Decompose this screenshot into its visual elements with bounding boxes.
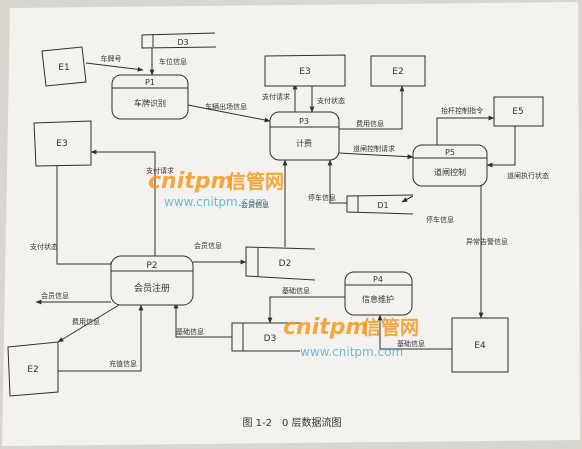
flow-lift-cmd-label: 抬杆控制指令: [441, 106, 483, 115]
flow-pay-status-left: [56, 166, 117, 267]
store-d3-bottom: [231, 322, 300, 352]
process-p4-id: P4: [373, 275, 383, 284]
process-p2: [110, 255, 194, 306]
flow-gate-ctrl-request-label: 道闸控制请求: [353, 144, 395, 153]
flow-recharge-info: [58, 304, 144, 372]
flow-base-info-e4: [377, 314, 452, 350]
flow-pay-request-left: [90, 149, 156, 256]
entity-e5-label: E5: [512, 107, 523, 117]
flow-pay-status-left-label: 支付状态: [30, 242, 58, 251]
entity-e3-top: [264, 54, 346, 87]
svg-text:信管网: 信管网: [227, 170, 284, 193]
entity-e2-top: [370, 55, 426, 87]
flow-plate-no-label: 车牌号: [101, 54, 122, 63]
entity-e3-left: [33, 120, 92, 167]
entity-e5: [493, 96, 544, 127]
entity-e3-left-label: E3: [56, 139, 67, 149]
flow-parking-info2-label: 停车信息: [426, 215, 454, 224]
entity-e4: [451, 317, 509, 373]
flow-base-info-p4-label: 基础信息: [282, 286, 310, 295]
process-p3: [269, 111, 340, 161]
flow-alarm-info-label: 异常告警信息: [466, 237, 508, 246]
svg-text:信管网: 信管网: [362, 316, 419, 339]
flow-base-info-e4-label: 基础信息: [397, 339, 425, 348]
flow-plate-no: [85, 62, 144, 72]
store-d3-top-label: D3: [177, 38, 188, 47]
process-p2-id: P2: [146, 261, 157, 271]
process-p5: [412, 144, 488, 187]
flow-fee-info: [339, 85, 405, 130]
process-p3-name: 计费: [296, 138, 312, 148]
flow-base-info-d3: [173, 302, 232, 338]
store-d1-label: D1: [377, 201, 388, 210]
svg-text:www.cnitpm.com: www.cnitpm.com: [300, 345, 403, 359]
flow-member-info-e2-label: 会员信息: [41, 291, 69, 300]
entity-e3-top-label: E3: [299, 67, 310, 77]
flow-parking-info: [401, 195, 414, 203]
entity-e1-top-label: E1: [58, 63, 69, 73]
flow-parking-info-label: 停车信息: [308, 193, 336, 202]
flow-gate-exec-status: [486, 126, 516, 168]
flow-fee-info-e2-label: 费用信息: [72, 317, 100, 326]
flow-pay-request-label: 支付请求: [262, 92, 290, 101]
flow-gate-ctrl-request: [338, 152, 414, 160]
entity-e4-label: E4: [474, 341, 486, 351]
store-d3-top: [141, 32, 217, 49]
svg-text:cnitpm: cnitpm: [283, 315, 368, 340]
flow-lift-cmd: [436, 115, 495, 145]
watermark-top: cnitpm 信管网 www.cnitpm.com: [148, 169, 284, 209]
watermark-bottom: cnitpm 信管网 www.cnitpm.com: [283, 315, 419, 359]
flow-member-info-p3-label: 会员信息: [241, 200, 269, 209]
entity-e2-top-label: E2: [392, 67, 403, 77]
flow-spot-info-label: 车位信息: [159, 57, 187, 66]
flow-member-info-d2-label: 会员信息: [194, 241, 222, 250]
flow-gate-exec-status-label: 道闸执行状态: [507, 171, 549, 180]
store-d2-label: D2: [279, 259, 292, 269]
process-p2-name: 会员注册: [134, 282, 170, 294]
entity-e1-top: [41, 46, 87, 87]
flow-pay-status-top-label: 支付状态: [317, 96, 345, 105]
flow-entry-exit-info: [187, 104, 271, 123]
process-p3-id: P3: [299, 117, 309, 126]
entity-e2-bottom-label: E2: [27, 365, 38, 375]
store-d3-bottom-label: D3: [264, 334, 277, 344]
flow-fee-info-e2: [57, 304, 120, 343]
flow-parking-info2: [327, 159, 347, 204]
process-p4: [344, 271, 413, 316]
store-d2: [245, 246, 316, 281]
svg-text:www.cnitpm.com: www.cnitpm.com: [164, 195, 267, 209]
flow-entry-exit-info-label: 车辆出场信息: [205, 102, 247, 111]
flow-recharge-info-label: 充值信息: [109, 359, 137, 368]
figure-caption: 图 1-2 0 层数据流图: [242, 416, 341, 429]
svg-text:cnitpm: cnitpm: [148, 169, 233, 194]
flow-pay-request-left-label: 支付请求: [146, 166, 174, 175]
store-d1: [346, 194, 414, 215]
process-p4-name: 信息维护: [362, 294, 394, 304]
process-p5-id: P5: [445, 148, 455, 157]
entity-e2-bottom: [7, 341, 59, 397]
process-p1-id: P1: [145, 78, 155, 87]
flow-fee-info-label: 费用信息: [356, 119, 384, 128]
flow-base-info-p4: [267, 296, 345, 324]
process-p1: [111, 74, 189, 120]
process-p5-name: 道闸控制: [434, 167, 466, 177]
flow-base-info-d3-label: 基础信息: [176, 327, 204, 336]
process-p1-name: 车牌识别: [134, 98, 166, 108]
